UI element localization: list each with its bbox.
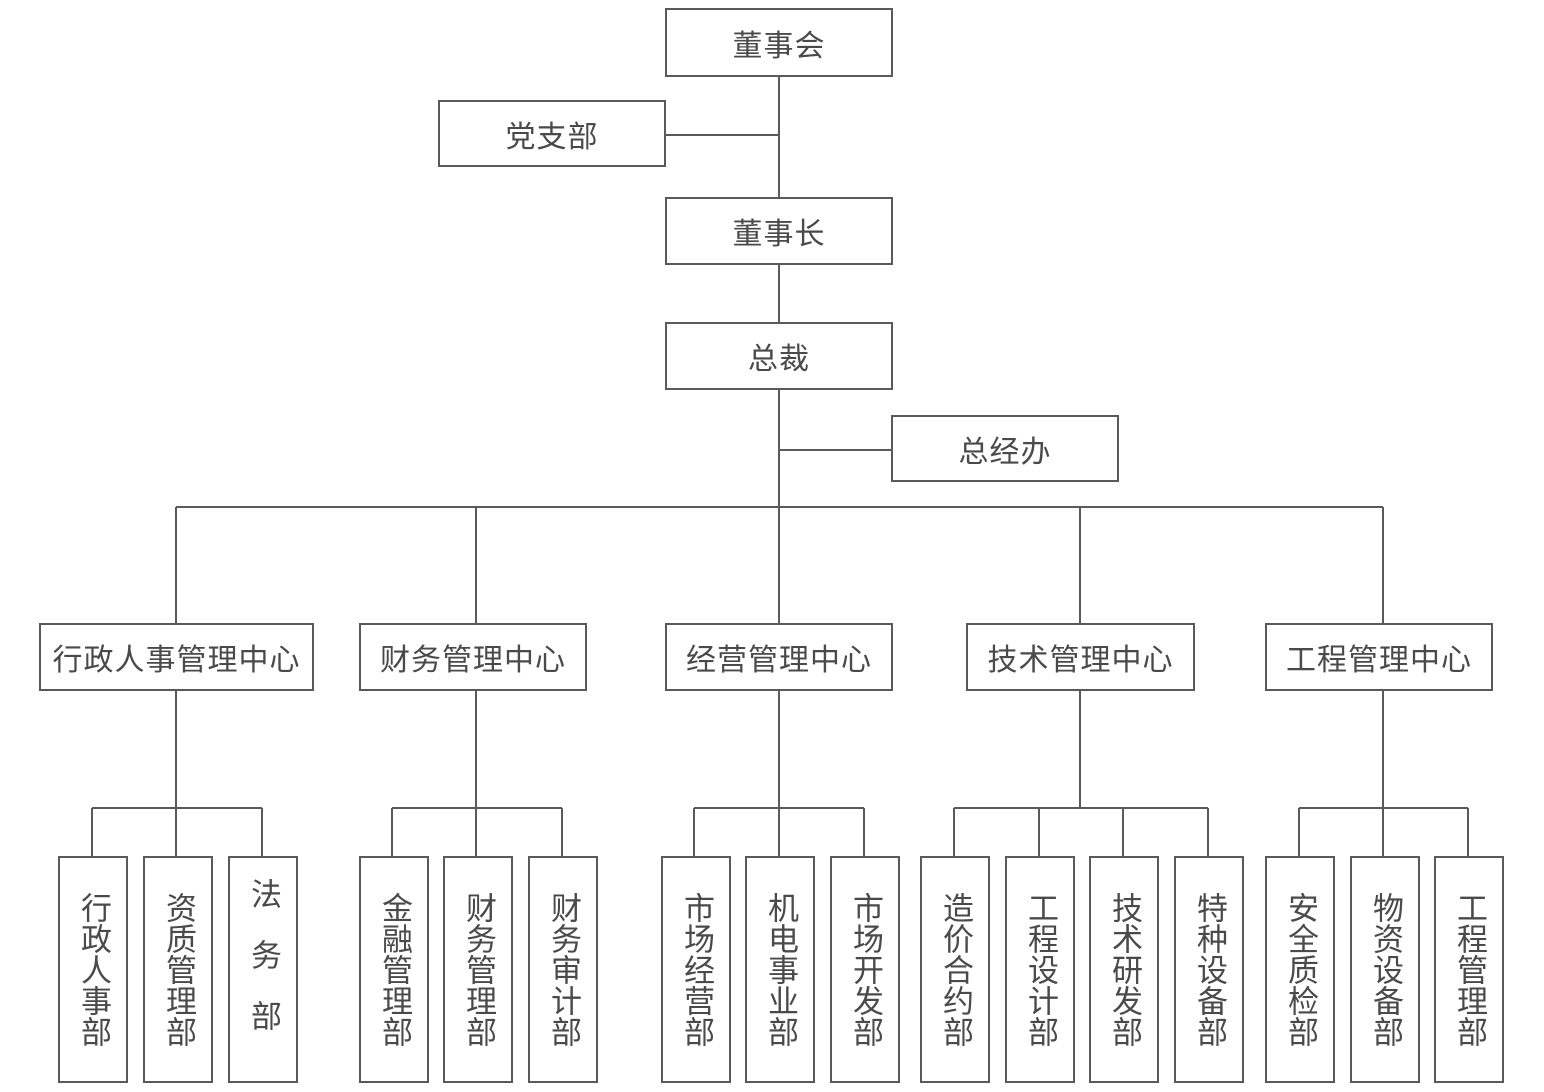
department-label: 安全质检部	[1282, 892, 1318, 1047]
department-box: 造价合约部	[920, 856, 990, 1083]
board-box: 董事会	[665, 8, 893, 77]
department-label: 工程设计部	[1022, 892, 1058, 1047]
president-label: 总裁	[748, 342, 810, 377]
center-label: 技术管理中心	[987, 643, 1174, 678]
department-box: 机电事业部	[745, 856, 815, 1083]
department-box: 工程管理部	[1434, 856, 1504, 1083]
department-label: 财务管理部	[460, 892, 496, 1047]
department-box: 物资设备部	[1350, 856, 1420, 1083]
chairman-box: 董事长	[665, 197, 893, 265]
department-label: 工程管理部	[1451, 892, 1487, 1047]
department-box: 市场开发部	[830, 856, 900, 1083]
department-box: 市场经营部	[661, 856, 731, 1083]
center-label: 财务管理中心	[380, 643, 566, 678]
center-label: 行政人事管理中心	[52, 643, 301, 678]
department-box: 财务审计部	[528, 856, 598, 1083]
center-box-1: 行政人事管理中心	[39, 623, 314, 691]
board-label: 董事会	[732, 28, 826, 64]
center-label: 工程管理中心	[1286, 643, 1472, 678]
general-office-box: 总经办	[891, 415, 1119, 482]
department-label: 行政人事部	[75, 892, 111, 1047]
department-box: 行政人事部	[58, 856, 128, 1083]
department-box: 技术研发部	[1089, 856, 1159, 1083]
department-label: 法务部	[245, 878, 281, 1061]
department-label: 资质管理部	[160, 892, 196, 1047]
center-box-3: 经营管理中心	[665, 623, 893, 691]
president-box: 总裁	[665, 322, 893, 390]
department-label: 造价合约部	[937, 892, 973, 1047]
party-branch-label: 党支部	[505, 119, 599, 155]
department-label: 特种设备部	[1191, 892, 1227, 1047]
general-office-label: 总经办	[958, 434, 1052, 470]
department-box: 财务管理部	[443, 856, 513, 1083]
department-box: 资质管理部	[143, 856, 213, 1083]
department-box: 特种设备部	[1174, 856, 1244, 1083]
department-label: 财务审计部	[545, 892, 581, 1047]
department-label: 机电事业部	[762, 892, 798, 1047]
department-box: 安全质检部	[1265, 856, 1335, 1083]
center-label: 经营管理中心	[686, 643, 872, 678]
department-label: 市场经营部	[678, 892, 714, 1047]
department-label: 物资设备部	[1367, 892, 1403, 1047]
department-label: 技术研发部	[1106, 892, 1142, 1047]
center-box-2: 财务管理中心	[359, 623, 587, 691]
party-branch-box: 党支部	[438, 100, 666, 167]
department-label: 市场开发部	[847, 892, 883, 1047]
department-box: 金融管理部	[359, 856, 429, 1083]
center-box-4: 技术管理中心	[966, 623, 1195, 691]
chairman-label: 董事长	[732, 217, 826, 252]
center-box-5: 工程管理中心	[1265, 623, 1493, 691]
department-box: 工程设计部	[1005, 856, 1075, 1083]
department-box: 法务部	[228, 856, 298, 1083]
department-label: 金融管理部	[376, 892, 412, 1047]
